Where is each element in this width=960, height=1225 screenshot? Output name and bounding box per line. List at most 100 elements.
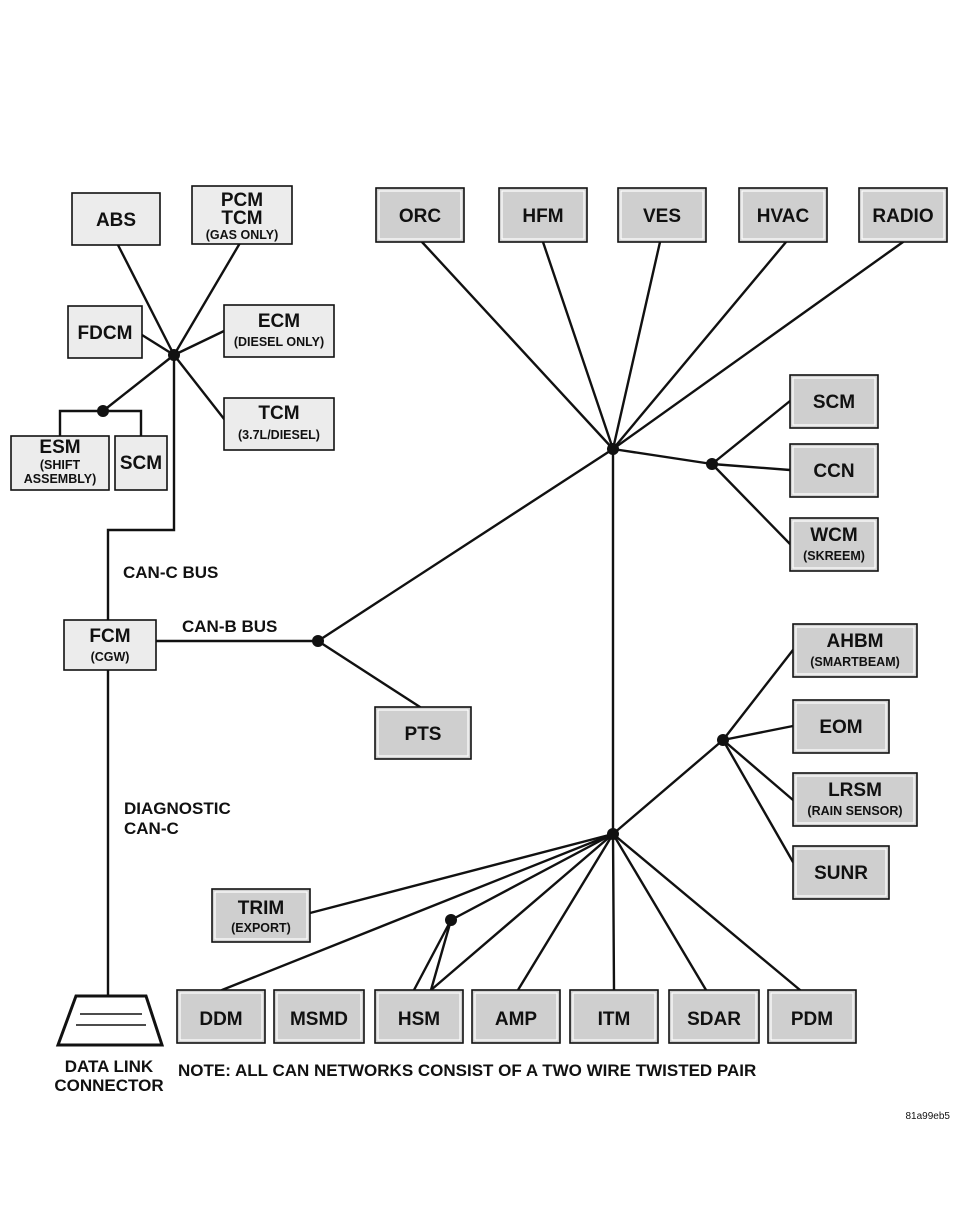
wire-esm-scm-junction (101, 353, 176, 413)
module-abs[interactable]: ABS (71, 192, 161, 246)
module-hfm[interactable]: HFM (498, 187, 588, 243)
diagnostic-label-line1: DIAGNOSTIC (124, 799, 231, 818)
module-ccn-label: CCN (813, 461, 854, 482)
module-lrsm[interactable]: LRSM (RAIN SENSOR) (792, 772, 918, 827)
wire-sunr (721, 738, 795, 864)
wire-pts (316, 639, 422, 709)
module-ahbm[interactable]: AHBM (SMARTBEAM) (792, 623, 918, 678)
module-hvac-label: HVAC (757, 206, 810, 227)
wire-trim (308, 832, 615, 915)
module-hvac[interactable]: HVAC (738, 187, 828, 243)
module-ddm[interactable]: DDM (176, 989, 266, 1044)
module-amp[interactable]: AMP (471, 989, 561, 1044)
module-radio-label: RADIO (872, 206, 933, 227)
module-ves[interactable]: VES (617, 187, 707, 243)
module-scm-right[interactable]: SCM (789, 374, 879, 429)
module-esm-label: ESM (39, 437, 80, 458)
module-wcm-label: WCM (810, 525, 857, 546)
module-itm[interactable]: ITM (569, 989, 659, 1044)
junction-msmd-hsm (445, 914, 457, 926)
wire-sdar (611, 832, 708, 992)
module-msmd-label: MSMD (290, 1009, 348, 1030)
junction-right-lower (717, 734, 729, 746)
module-pts-label: PTS (405, 724, 442, 745)
module-ves-label: VES (643, 206, 681, 227)
module-eom[interactable]: EOM (792, 699, 890, 754)
can-b-bus-label: CAN-B BUS (182, 617, 277, 636)
module-wcm[interactable]: WCM (SKREEM) (789, 517, 879, 572)
wire-lrsm (721, 738, 795, 802)
module-tcm-note: (3.7L/DIESEL) (238, 428, 320, 442)
diagnostic-label-line2: CAN-C (124, 819, 179, 838)
wire-amp (516, 832, 615, 992)
module-orc[interactable]: ORC (375, 187, 465, 243)
wire-right-junction-b (611, 738, 725, 836)
module-pcm-tcm-note: (GAS ONLY) (206, 228, 278, 242)
module-tcm[interactable]: TCM (3.7L/DIESEL) (223, 397, 335, 451)
wire-right-junction-a (611, 447, 714, 466)
module-ddm-label: DDM (199, 1009, 242, 1030)
module-lrsm-note: (RAIN SENSOR) (807, 804, 902, 818)
module-sunr-label: SUNR (814, 863, 868, 884)
module-sunr[interactable]: SUNR (792, 845, 890, 900)
module-trim[interactable]: TRIM (EXPORT) (211, 888, 311, 943)
figure-id: 81a99eb5 (906, 1111, 951, 1122)
wire-fdcm (140, 333, 176, 357)
module-scm-right-label: SCM (813, 392, 855, 413)
module-hsm[interactable]: HSM (374, 989, 464, 1044)
wiring (58, 240, 905, 998)
module-fdcm[interactable]: FDCM (67, 305, 143, 359)
wire-itm (611, 832, 616, 992)
module-radio[interactable]: RADIO (858, 187, 948, 243)
module-fcm[interactable]: FCM (CGW) (63, 619, 157, 671)
wire-wcm (710, 462, 792, 546)
module-ecm[interactable]: ECM (DIESEL ONLY) (223, 304, 335, 358)
module-sdar[interactable]: SDAR (668, 989, 760, 1044)
junction-upper (607, 443, 619, 455)
module-pdm-label: PDM (791, 1009, 833, 1030)
module-trim-label: TRIM (238, 898, 284, 919)
wire-scm-left (101, 409, 143, 438)
dlc-label-line1: DATA LINK (65, 1057, 154, 1076)
module-esm[interactable]: ESM (SHIFT ASSEMBLY) (10, 435, 110, 491)
module-tcm-gas-label: TCM (221, 208, 262, 229)
module-pts[interactable]: PTS (374, 706, 472, 760)
module-msmd[interactable]: MSMD (273, 989, 365, 1044)
dlc-label-line2: CONNECTOR (54, 1076, 163, 1095)
wire-abs (116, 243, 176, 357)
wire-esm (58, 409, 105, 438)
module-fcm-label: FCM (89, 626, 130, 647)
module-wcm-note: (SKREEM) (803, 549, 865, 563)
module-amp-label: AMP (495, 1009, 538, 1030)
wire-radio (611, 240, 905, 451)
wire-tcm (172, 353, 230, 426)
wire-ecm (172, 329, 226, 357)
wire-ddm (220, 832, 615, 992)
module-scm-left[interactable]: SCM (114, 435, 168, 491)
module-hsm-label: HSM (398, 1009, 440, 1030)
data-link-connector-icon[interactable] (55, 994, 165, 1047)
wire-ves (611, 240, 662, 451)
junction-can-b (312, 635, 324, 647)
module-hfm-label: HFM (522, 206, 563, 227)
wire-hfm (541, 240, 615, 451)
wire-hsm (429, 918, 453, 992)
junction-right-upper (706, 458, 718, 470)
junction-lower (607, 828, 619, 840)
note-text: NOTE: ALL CAN NETWORKS CONSIST OF A TWO … (178, 1061, 756, 1080)
module-pcm-tcm[interactable]: PCM TCM (GAS ONLY) (191, 185, 293, 245)
module-ecm-note: (DIESEL ONLY) (234, 335, 324, 349)
bus-labels: CAN-C BUS CAN-B BUS DIAGNOSTIC CAN-C DAT… (54, 563, 950, 1122)
module-ecm-label: ECM (258, 311, 300, 332)
module-eom-label: EOM (819, 717, 862, 738)
wire-ahbm (721, 648, 795, 742)
module-ahbm-note: (SMARTBEAM) (810, 655, 900, 669)
wire-pdm (611, 832, 802, 992)
module-ccn[interactable]: CCN (789, 443, 879, 498)
module-esm-note-2: ASSEMBLY) (24, 472, 96, 486)
module-pdm[interactable]: PDM (767, 989, 857, 1044)
junction-nodes (97, 349, 729, 926)
module-itm-label: ITM (598, 1009, 631, 1030)
junction-esm-scm (97, 405, 109, 417)
